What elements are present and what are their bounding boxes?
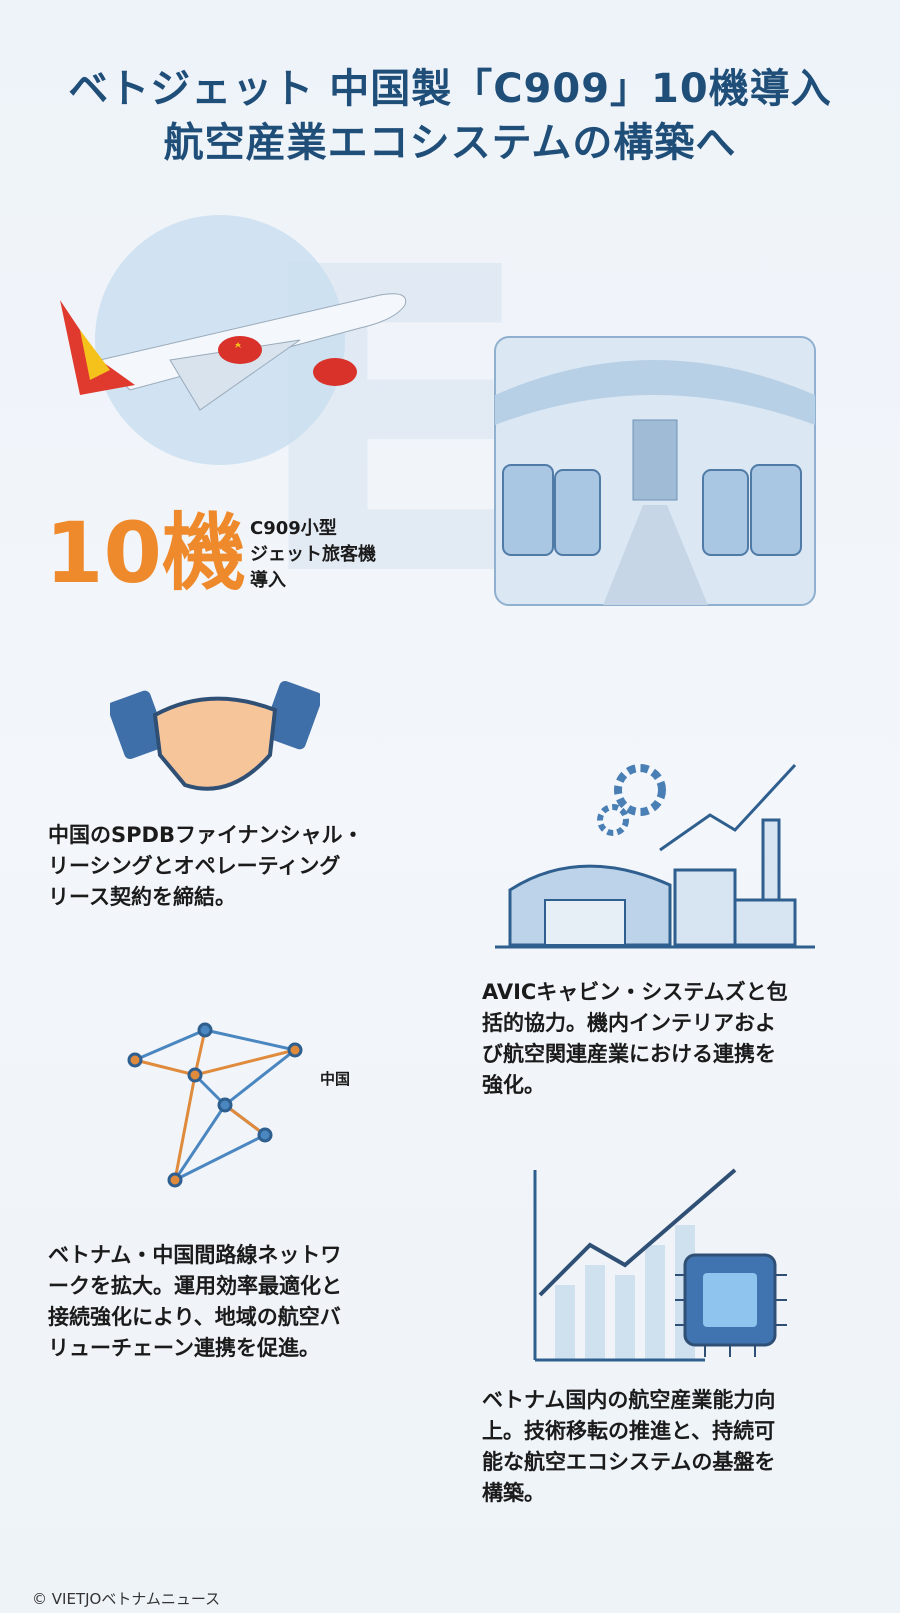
handshake-icon <box>110 680 320 791</box>
title-line-2: 航空産業エコシステムの構築へ <box>163 120 737 166</box>
factory-icon <box>495 763 815 949</box>
page-title: ベトジェット 中国製「C909」10機導入 航空産業エコシステムの構築へ <box>0 62 900 170</box>
text-line: 強化。 <box>482 1073 545 1097</box>
tail-fin <box>60 300 135 395</box>
text-line: ベトナム国内の航空産業能力向 <box>482 1388 776 1412</box>
text-line: 能な航空エコシステムの基盤を <box>482 1450 776 1474</box>
growth-chip-icon <box>533 1168 787 1362</box>
desc-line: ジェット旅客機 <box>250 544 376 565</box>
title-line-1: ベトジェット 中国製「C909」10機導入 <box>68 66 832 112</box>
text-line: 構築。 <box>482 1481 545 1505</box>
text-line: 接続強化により、地域の航空バ <box>48 1305 341 1329</box>
text-line: 中国のSPDBファイナンシャル・ <box>48 823 364 847</box>
network-label-china: 中国 <box>320 1070 351 1088</box>
section-avic-text: AVICキャビン・システムズと包 括的協力。機内インテリアおよ び航空関連産業に… <box>482 977 788 1101</box>
text-line: 括的協力。機内インテリアおよ <box>482 1011 776 1035</box>
engine-left <box>218 336 262 364</box>
text-line: 上。技術移転の推進と、持続可 <box>482 1419 776 1443</box>
flag-star <box>235 342 241 348</box>
trend-arrow <box>538 1168 737 1297</box>
aircraft-description: C909小型 ジェット旅客機 導入 <box>250 516 376 594</box>
gear-icon <box>614 764 666 816</box>
section-capability-text: ベトナム国内の航空産業能力向 上。技術移転の推進と、持続可 能な航空エコシステム… <box>482 1385 775 1509</box>
section-leasing-text: 中国のSPDBファイナンシャル・ リーシングとオペレーティング リース契約を締結… <box>48 820 364 913</box>
text-line: リューチェーン連携を促進。 <box>48 1336 320 1360</box>
text-line: ークを拡大。運用効率最適化と <box>48 1274 342 1298</box>
tail-stripe <box>80 330 110 380</box>
text-line: AVICキャビン・システムズと包 <box>482 980 788 1004</box>
gear-icon <box>597 804 629 836</box>
engine-right <box>313 358 357 386</box>
copyright-footer: © VIETJOベトナムニュース <box>32 1590 221 1608</box>
text-line: び航空関連産業における連携を <box>482 1042 776 1066</box>
aircraft-count: 10機 <box>45 504 246 602</box>
text-line: リーシングとオペレーティング <box>48 854 341 878</box>
cabin-interior-illustration <box>494 336 816 606</box>
desc-line: C909小型 <box>250 518 337 539</box>
network-icon <box>127 1022 303 1188</box>
trend-arrow <box>659 763 797 852</box>
text-line: ベトナム・中国間路線ネットワ <box>48 1243 342 1267</box>
airplane-illustration <box>60 215 407 465</box>
text-line: リース契約を締結。 <box>48 885 236 909</box>
section-network-text: ベトナム・中国間路線ネットワ ークを拡大。運用効率最適化と 接続強化により、地域… <box>48 1240 342 1364</box>
desc-line: 導入 <box>250 570 286 591</box>
